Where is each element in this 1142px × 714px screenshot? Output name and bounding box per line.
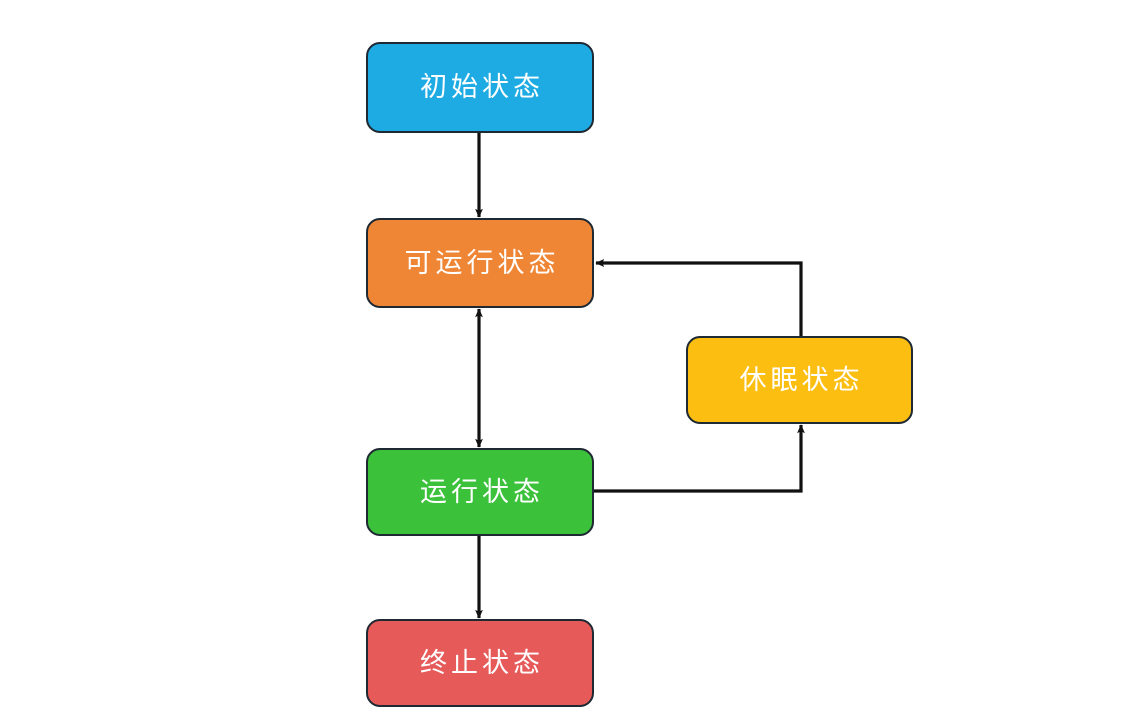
edge-sleeping-to-runnable [595, 259, 803, 336]
node-terminated-state-label: 终止状态 [420, 647, 544, 679]
node-terminated-state[interactable]: 终止状态 [366, 619, 594, 707]
node-runnable-state[interactable]: 可运行状态 [366, 218, 594, 308]
node-runnable-state-label: 可运行状态 [404, 247, 560, 279]
node-initial-state-label: 初始状态 [420, 72, 544, 103]
node-sleeping-state[interactable]: 休眠状态 [686, 336, 913, 424]
edge-running-to-sleeping [594, 424, 805, 493]
node-initial-state[interactable]: 初始状态 [366, 42, 594, 133]
node-sleeping-state-label: 休眠状态 [739, 364, 864, 396]
node-running-state-label: 运行状态 [420, 476, 544, 508]
node-running-state[interactable]: 运行状态 [366, 448, 594, 536]
